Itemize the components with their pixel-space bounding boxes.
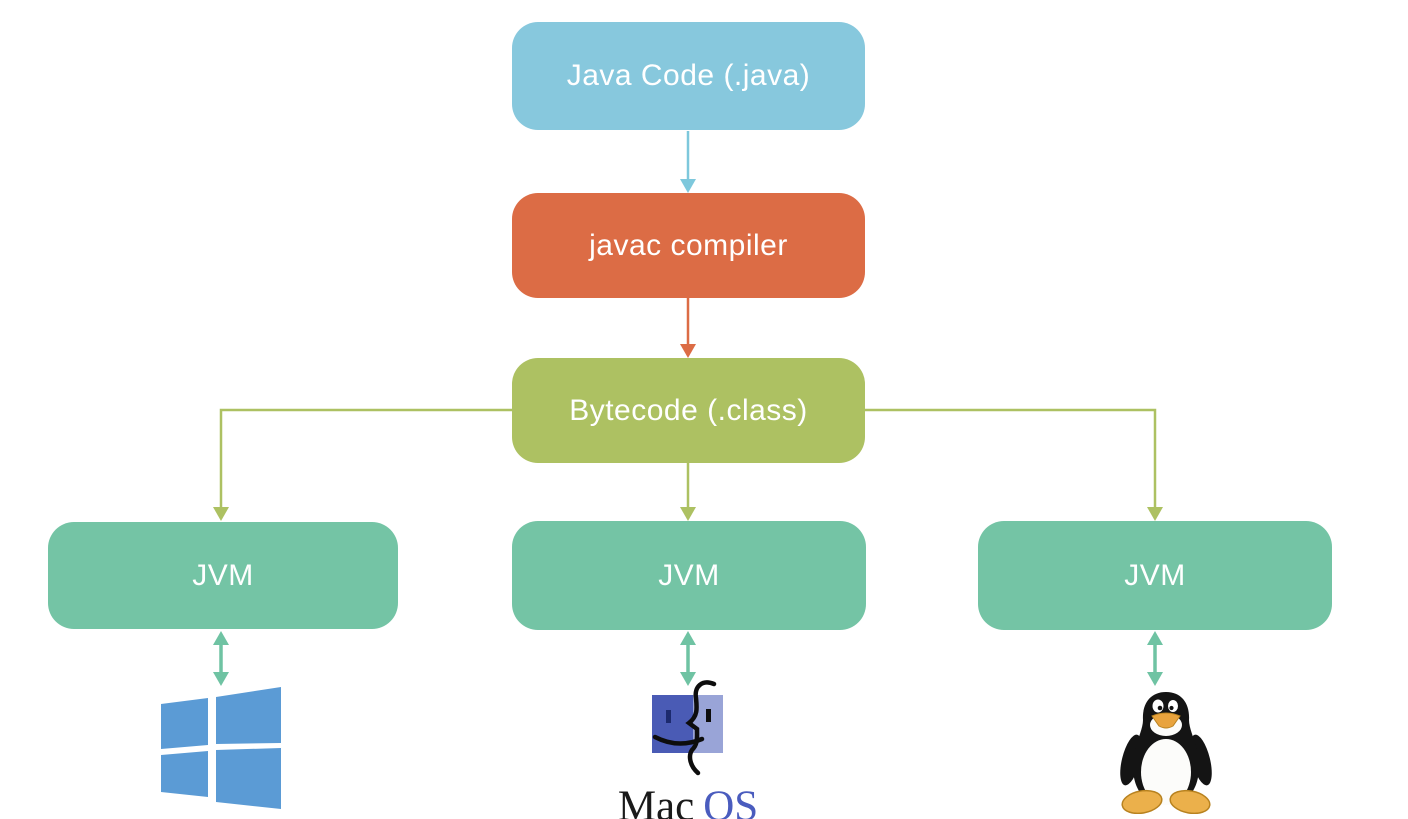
node-jvm-macos-label: JVM — [658, 558, 720, 592]
double-arrow-jvm-center-os — [680, 631, 696, 686]
node-javac-compiler-label: javac compiler — [589, 228, 788, 262]
tux-penguin-icon — [1120, 692, 1212, 814]
node-jvm-windows-label: JVM — [192, 558, 254, 592]
node-jvm-macos: JVM — [512, 521, 866, 630]
node-jvm-windows: JVM — [48, 522, 398, 629]
arrow-bytecode-to-jvm-right — [865, 408, 1163, 521]
macos-wordmark-os: OS — [703, 783, 759, 819]
arrow-bytecode-to-jvm-left — [213, 408, 512, 521]
arrow-javac-to-bytecode — [680, 298, 696, 358]
double-arrow-jvm-left-os — [213, 631, 229, 686]
arrow-java-to-javac — [680, 131, 696, 193]
node-bytecode-label: Bytecode (.class) — [569, 393, 808, 427]
arrow-bytecode-to-jvm-center — [680, 463, 696, 521]
node-javac-compiler: javac compiler — [512, 193, 865, 298]
node-jvm-linux-label: JVM — [1124, 558, 1186, 592]
node-bytecode: Bytecode (.class) — [512, 358, 865, 463]
macos-wordmark-mac: Mac — [617, 783, 695, 819]
node-java-code: Java Code (.java) — [512, 22, 865, 130]
double-arrow-jvm-right-os — [1147, 631, 1163, 686]
node-java-code-label: Java Code (.java) — [566, 59, 811, 92]
finder-face-icon — [652, 680, 723, 776]
node-jvm-linux: JVM — [978, 521, 1332, 630]
windows-logo-icon — [161, 687, 281, 809]
